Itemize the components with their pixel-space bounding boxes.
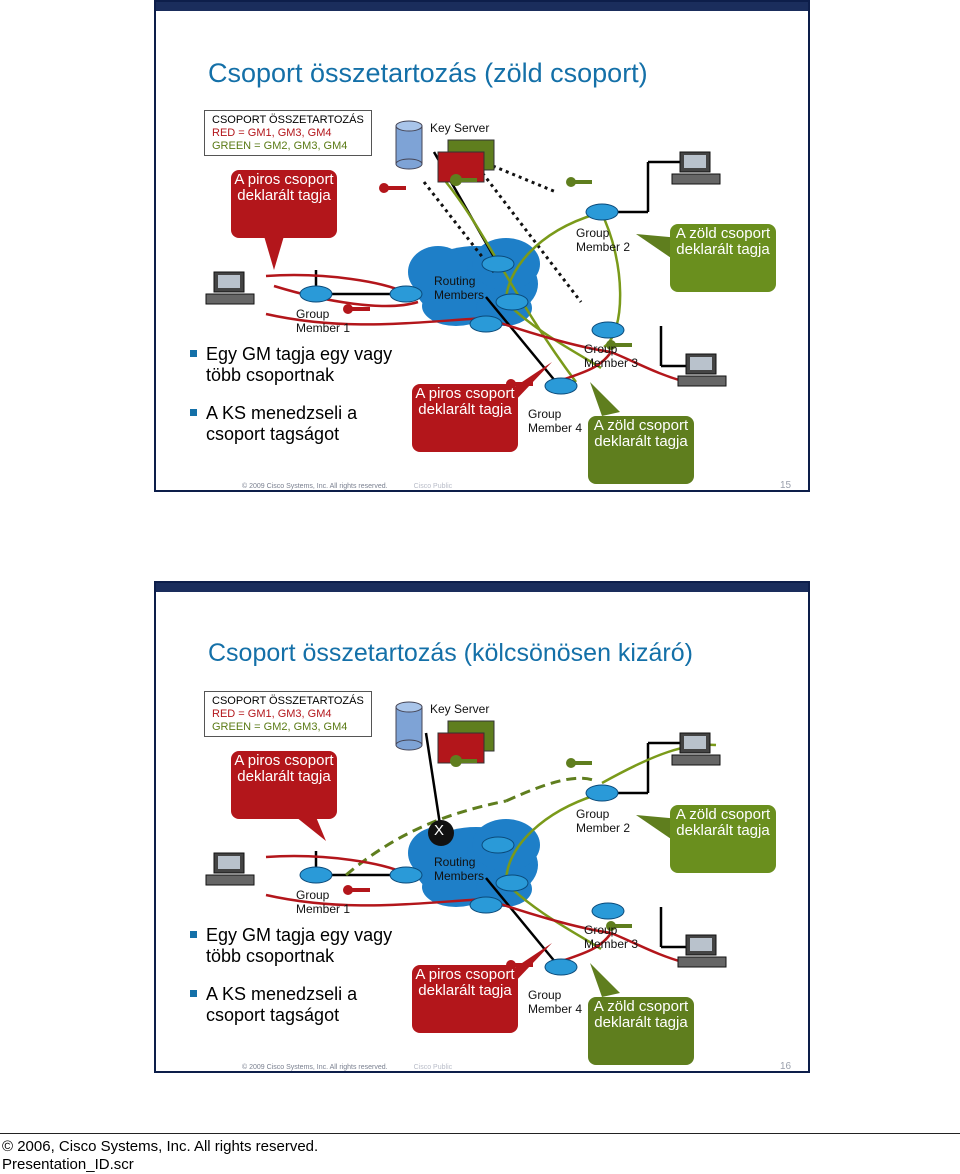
footer-copyright: © 2009 Cisco Systems, Inc. All rights re…: [242, 483, 388, 490]
gm1-label: Group Member 1: [296, 888, 351, 916]
presentation-id: Presentation_ID.scr: [2, 1156, 134, 1173]
red-member-bubble-middle: A piros csoport deklarált tagja: [412, 384, 518, 452]
key-icon: [450, 755, 632, 931]
slide-header-bar: [156, 2, 808, 11]
gm4-label: Group Member 4: [528, 407, 583, 435]
legend-green: GREEN = GM2, GM3, GM4: [212, 140, 348, 152]
bullet-list: Egy GM tagja egy vagy több csoportnak A …: [190, 344, 400, 462]
computer-icon: [205, 732, 727, 968]
legend-red: RED = GM1, GM3, GM4: [212, 127, 332, 139]
bullet-item: A KS menedzseli a csoport tagságot: [190, 984, 400, 1026]
page-copyright: © 2006, Cisco Systems, Inc. All rights r…: [2, 1138, 319, 1155]
slide-header-bar: [156, 583, 808, 592]
green-member-bubble-bottom: A zöld csoport deklarált tagja: [588, 416, 694, 484]
bullet-item: Egy GM tagja egy vagy több csoportnak: [190, 344, 400, 386]
folder-icon: [437, 139, 495, 183]
computer-icon: [205, 151, 727, 387]
routing-members-label: Routing Members: [434, 855, 485, 883]
slide-2: Csoport összetartozás (kölcsönösen kizár…: [154, 581, 810, 1073]
green-member-bubble-bottom: A zöld csoport deklarált tagja: [588, 997, 694, 1065]
bullet-item: Egy GM tagja egy vagy több csoportnak: [190, 925, 400, 967]
green-member-bubble-right: A zöld csoport deklarált tagja: [670, 805, 776, 873]
bullet-text: Egy GM tagja egy vagy több csoportnak: [206, 344, 393, 385]
bullet-square-icon: [190, 409, 197, 416]
page-footer: © 2006, Cisco Systems, Inc. All rights r…: [2, 1138, 318, 1174]
red-member-bubble-left: A piros csoport deklarált tagja: [231, 170, 337, 238]
bullet-text: A KS menedzseli a csoport tagságot: [206, 403, 358, 444]
gm2-label: Group Member 2: [576, 226, 631, 254]
database-icon: [395, 120, 423, 170]
bullet-square-icon: [190, 350, 197, 357]
gm4-label: Group Member 4: [528, 988, 583, 1016]
bullet-text: A KS menedzseli a csoport tagságot: [206, 984, 358, 1025]
database-icon: [395, 701, 423, 751]
router-icon: [299, 784, 625, 976]
footer-public: Cisco Public: [413, 483, 453, 490]
network-diagram: [205, 701, 727, 997]
footer-copyright: © 2009 Cisco Systems, Inc. All rights re…: [242, 1064, 388, 1071]
bullet-square-icon: [190, 931, 197, 938]
legend-heading: CSOPORT ÖSSZETARTOZÁS: [212, 695, 364, 707]
legend-red: RED = GM1, GM3, GM4: [212, 708, 332, 720]
slide-title: Csoport összetartozás (kölcsönösen kizár…: [208, 639, 693, 667]
legend-heading: CSOPORT ÖSSZETARTOZÁS: [212, 114, 364, 126]
group-membership-legend: CSOPORT ÖSSZETARTOZÁS RED = GM1, GM3, GM…: [204, 110, 372, 156]
group-membership-legend: CSOPORT ÖSSZETARTOZÁS RED = GM1, GM3, GM…: [204, 691, 372, 737]
routing-members-label: Routing Members: [434, 274, 485, 302]
slide-title: Csoport összetartozás (zöld csoport): [208, 58, 648, 88]
slide-1: Csoport összetartozás (zöld csoport) CSO…: [154, 0, 810, 492]
gm3-label: Group Member 3: [584, 923, 639, 951]
key-server-label: Key Server: [430, 121, 490, 135]
page-footer-rule: [0, 1133, 960, 1134]
green-member-bubble-right: A zöld csoport deklarált tagja: [670, 224, 776, 292]
bullet-text: Egy GM tagja egy vagy több csoportnak: [206, 925, 393, 966]
gm1-label: Group Member 1: [296, 307, 351, 335]
bullet-square-icon: [190, 990, 197, 997]
page-number: 16: [780, 1061, 792, 1072]
gm3-label: Group Member 3: [584, 342, 639, 370]
folder-icon: [437, 720, 495, 764]
red-member-bubble-left: A piros csoport deklarált tagja: [231, 751, 337, 819]
router-icon: [299, 203, 625, 395]
slide-footer: © 2009 Cisco Systems, Inc. All rights re…: [242, 1064, 452, 1071]
key-icon: [450, 174, 632, 350]
page-number: 15: [780, 480, 792, 491]
key-server-label: Key Server: [430, 702, 490, 716]
footer-public: Cisco Public: [413, 1064, 453, 1071]
blocked-x-icon: [428, 820, 454, 846]
bullet-list: Egy GM tagja egy vagy több csoportnak A …: [190, 925, 400, 1043]
legend-green: GREEN = GM2, GM3, GM4: [212, 721, 348, 733]
gm2-label: Group Member 2: [576, 807, 631, 835]
bullet-item: A KS menedzseli a csoport tagságot: [190, 403, 400, 445]
slide-footer: © 2009 Cisco Systems, Inc. All rights re…: [242, 483, 452, 490]
red-member-bubble-middle: A piros csoport deklarált tagja: [412, 965, 518, 1033]
blocked-x-label: X: [434, 822, 445, 839]
